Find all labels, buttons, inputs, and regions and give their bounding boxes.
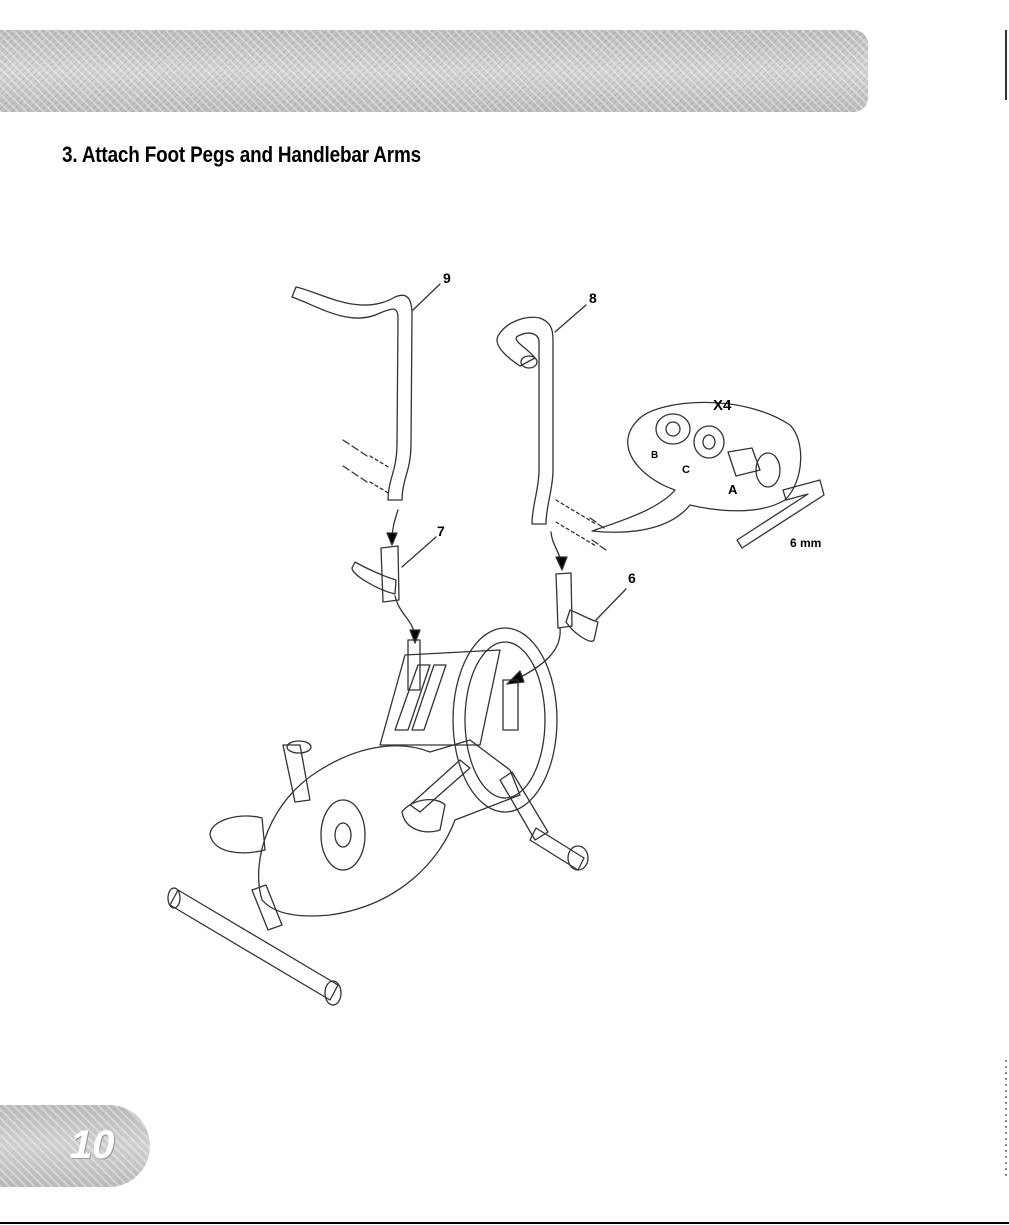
- bottom-rule: [0, 1222, 1009, 1224]
- page-number-tab: 10: [0, 1105, 150, 1187]
- part-label-8: 8: [589, 290, 597, 306]
- bolt-set-arm-9: [343, 440, 390, 494]
- hardware-callout-bubble: [592, 402, 801, 532]
- hardware-label-c: C: [682, 464, 690, 476]
- bolt-set-arm-8: [556, 500, 606, 550]
- leader-line-6: [596, 589, 626, 620]
- part-label-9: 9: [443, 270, 451, 286]
- part-label-6: 6: [628, 570, 636, 586]
- handlebar-arm-right: [497, 317, 553, 524]
- page-number: 10: [70, 1123, 115, 1168]
- hardware-label-a: A: [728, 482, 738, 497]
- hardware-quantity-label: X4: [713, 397, 732, 414]
- part-label-7: 7: [437, 523, 445, 539]
- leader-line-9: [413, 284, 440, 310]
- foot-peg-6: [556, 573, 598, 641]
- handlebar-arm-left: [292, 287, 412, 500]
- hardware-label-b: B: [651, 450, 658, 461]
- tool-size-label: 6 mm: [790, 536, 821, 550]
- foot-peg-7: [352, 546, 399, 602]
- arrow-peg-6-to-frame: [515, 628, 560, 680]
- bike-frame: [168, 628, 588, 1005]
- leader-line-8: [555, 305, 586, 332]
- leader-line-7: [402, 537, 436, 567]
